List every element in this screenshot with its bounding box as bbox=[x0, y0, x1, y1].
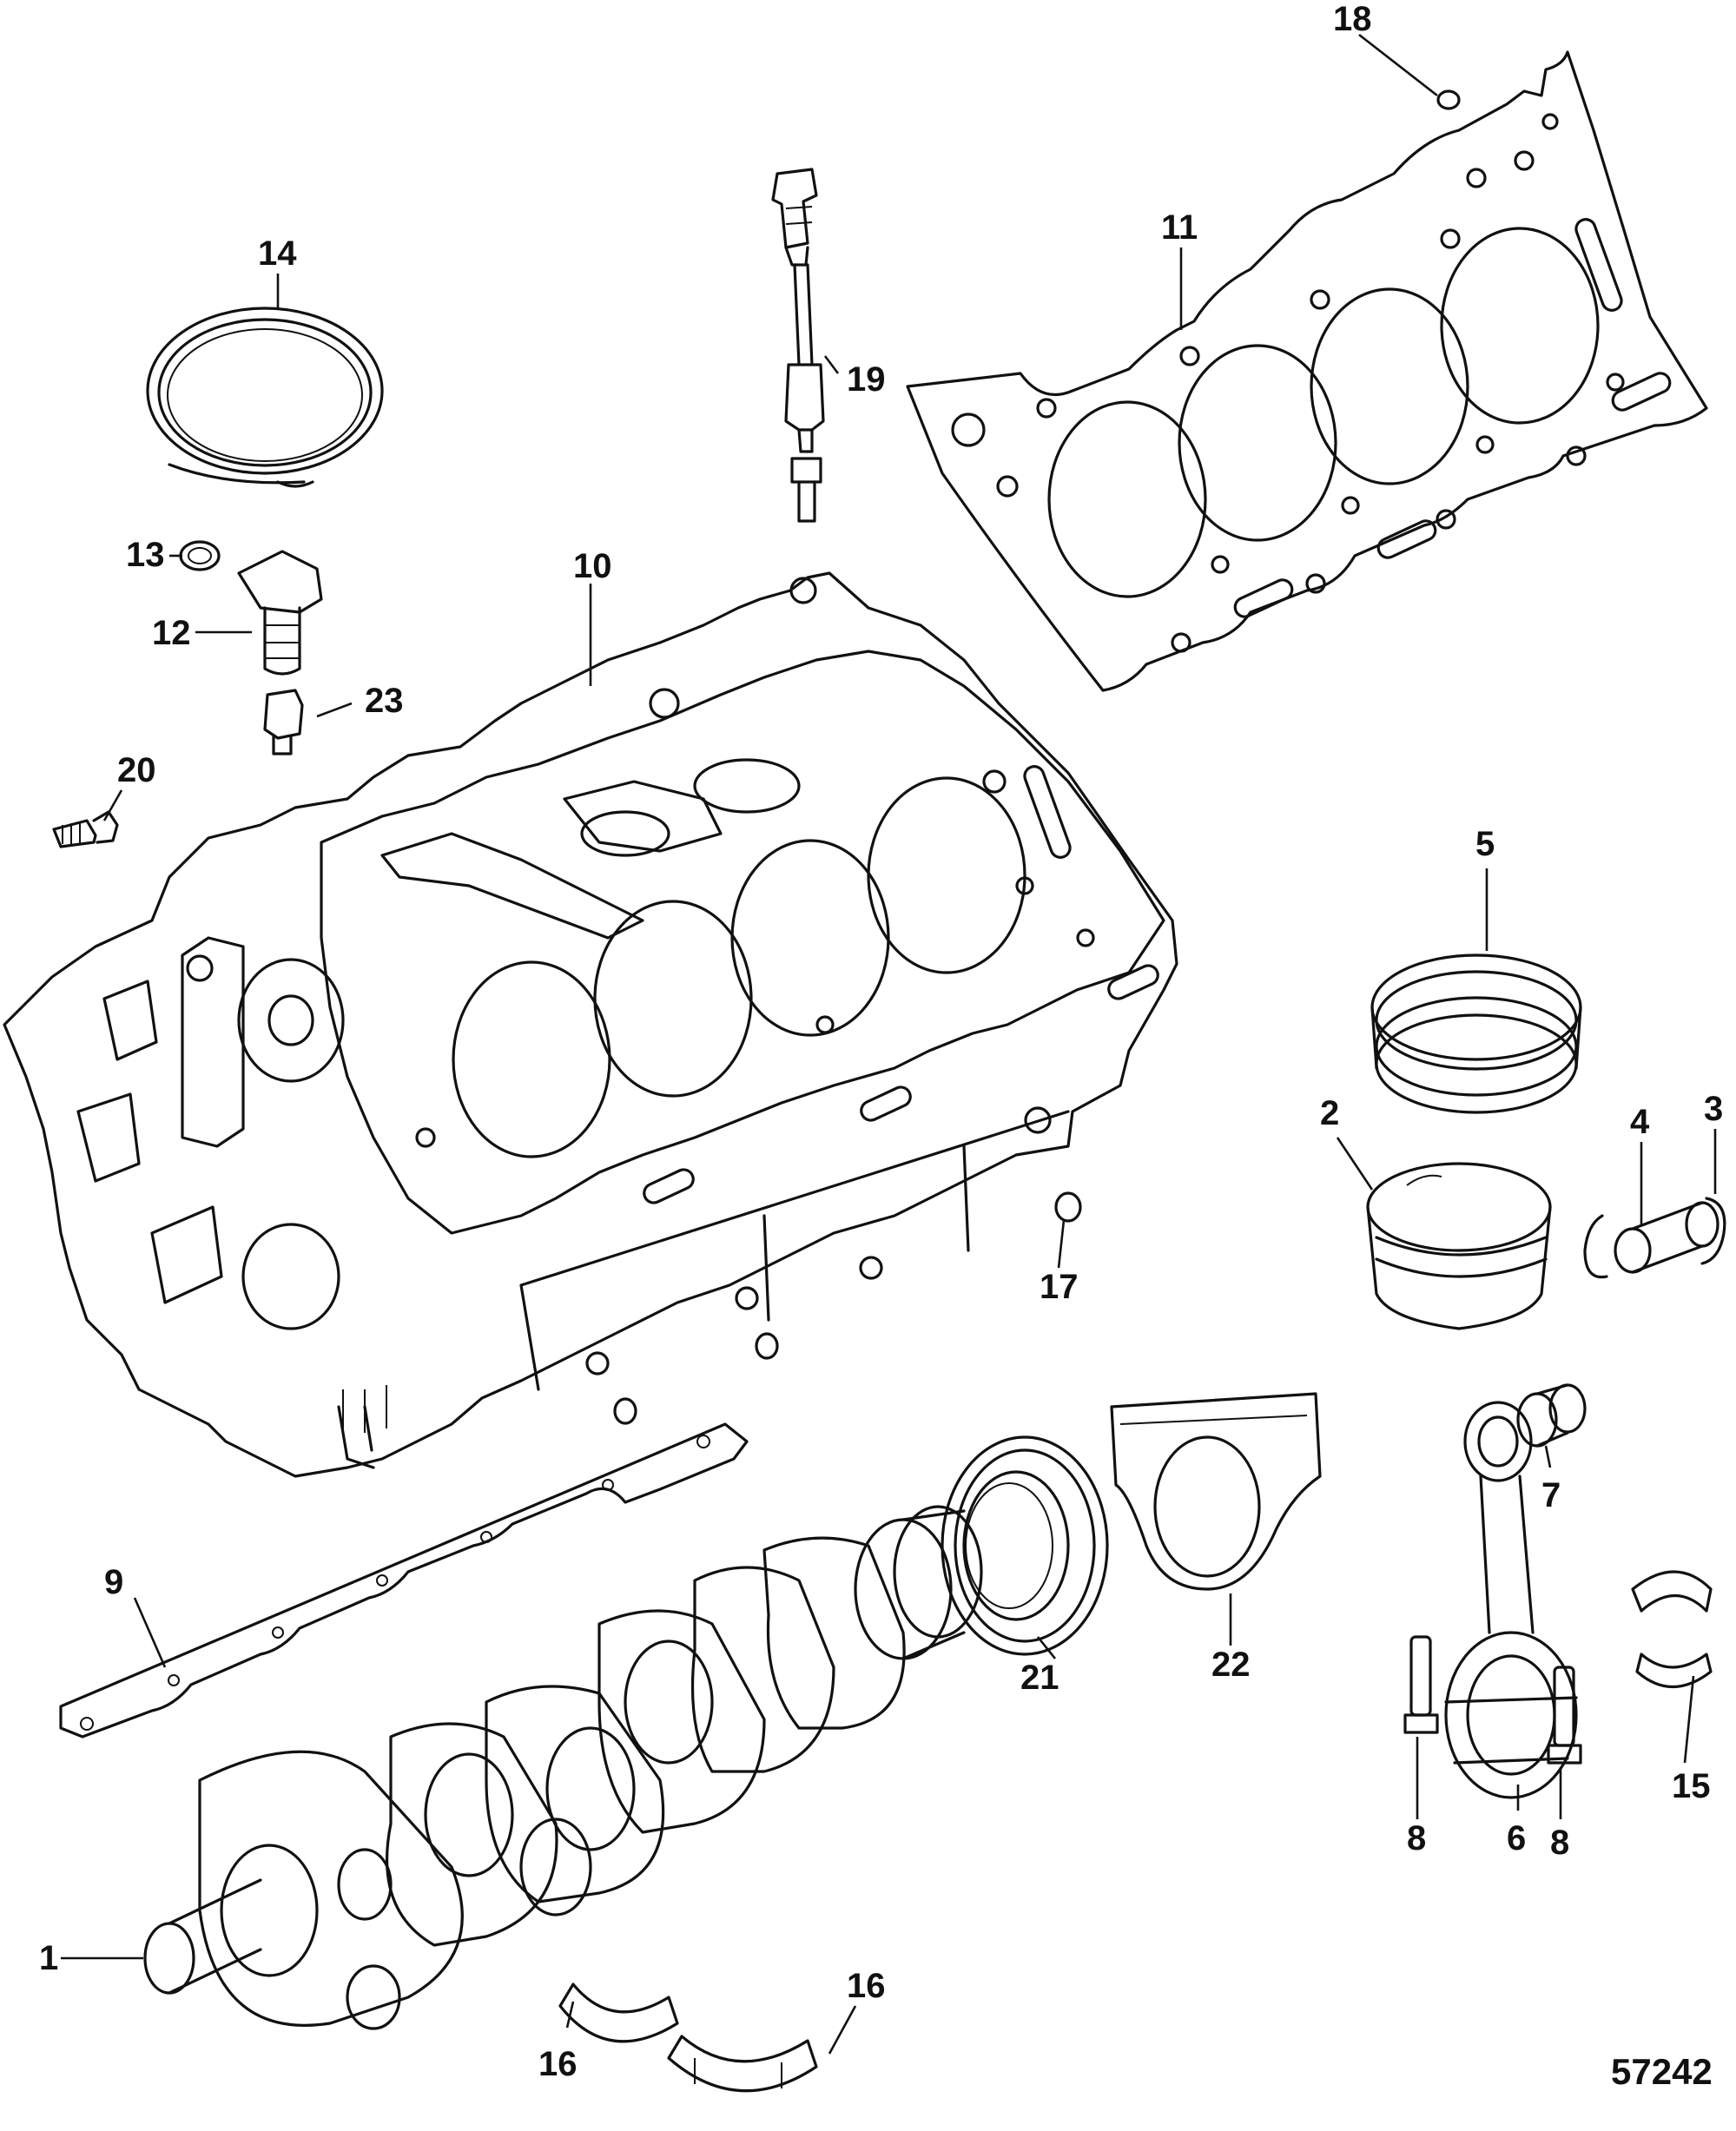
callout-21: 21 bbox=[1020, 1659, 1059, 1697]
callout-6: 6 bbox=[1507, 1819, 1526, 1857]
dowel-ring-part-3 bbox=[613, 1397, 637, 1425]
callout-20: 20 bbox=[117, 751, 156, 789]
callout-4: 4 bbox=[1630, 1103, 1650, 1141]
callout-8a: 8 bbox=[1407, 1819, 1426, 1857]
gasket-strip-part bbox=[59, 1422, 749, 1738]
dowel-ring-part bbox=[1054, 1191, 1082, 1223]
sensor-fitting-part bbox=[52, 810, 119, 848]
callout-9: 9 bbox=[104, 1563, 123, 1601]
callout-18: 18 bbox=[1333, 0, 1372, 38]
dowel-part bbox=[1436, 89, 1461, 110]
callout-5: 5 bbox=[1475, 825, 1495, 863]
sensor-harness-part bbox=[771, 168, 825, 523]
cylinder-block-part bbox=[3, 571, 1178, 1478]
main-bearing-part bbox=[558, 1983, 818, 2093]
callout-16a: 16 bbox=[538, 2045, 578, 2083]
snap-ring-part bbox=[1700, 1197, 1726, 1265]
connecting-rod-part bbox=[1444, 1401, 1578, 1799]
elbow-fitting-part bbox=[237, 550, 323, 676]
callout-7: 7 bbox=[1541, 1476, 1561, 1514]
callout-2: 2 bbox=[1320, 1094, 1339, 1132]
rod-bushing-part bbox=[1516, 1383, 1587, 1448]
piston-rings-part bbox=[1370, 953, 1582, 1114]
callout-labels: 1 2 3 4 5 6 7 8 8 9 10 11 12 13 14 15 16… bbox=[39, 0, 1723, 2092]
callout-23: 23 bbox=[365, 682, 404, 720]
callout-17: 17 bbox=[1040, 1268, 1079, 1306]
rear-main-seal-part bbox=[941, 1435, 1109, 1656]
head-gasket-part bbox=[906, 50, 1708, 692]
piston-part bbox=[1366, 1162, 1552, 1330]
rod-bearing-part bbox=[1631, 1570, 1713, 1688]
callout-12: 12 bbox=[152, 614, 191, 652]
callout-1: 1 bbox=[39, 1939, 58, 1977]
callout-14: 14 bbox=[258, 234, 297, 273]
hose-coil-part bbox=[146, 307, 384, 488]
crankshaft-part bbox=[143, 1505, 983, 2030]
callout-8b: 8 bbox=[1550, 1824, 1569, 1862]
rod-bolt-part bbox=[1403, 1635, 1439, 1734]
callout-11: 11 bbox=[1161, 208, 1198, 247]
callout-15: 15 bbox=[1672, 1767, 1711, 1805]
callout-10: 10 bbox=[573, 547, 612, 585]
callout-13: 13 bbox=[126, 536, 165, 574]
plug-part bbox=[263, 689, 304, 755]
callout-3: 3 bbox=[1704, 1090, 1723, 1128]
callout-19: 19 bbox=[847, 360, 886, 399]
dowel-ring-part-2 bbox=[755, 1332, 779, 1360]
snap-ring-part-2 bbox=[1583, 1214, 1608, 1279]
rod-bolt-part-2 bbox=[1547, 1666, 1582, 1765]
callout-16b: 16 bbox=[847, 1967, 886, 2005]
seal-retainer-gasket-part bbox=[1110, 1392, 1322, 1591]
leader-lines bbox=[61, 33, 1717, 2055]
piston-pin-part bbox=[1614, 1201, 1719, 1274]
callout-22: 22 bbox=[1211, 1646, 1251, 1684]
hose-clamp-part bbox=[179, 540, 221, 571]
document-number: 57242 bbox=[1611, 2051, 1713, 2092]
